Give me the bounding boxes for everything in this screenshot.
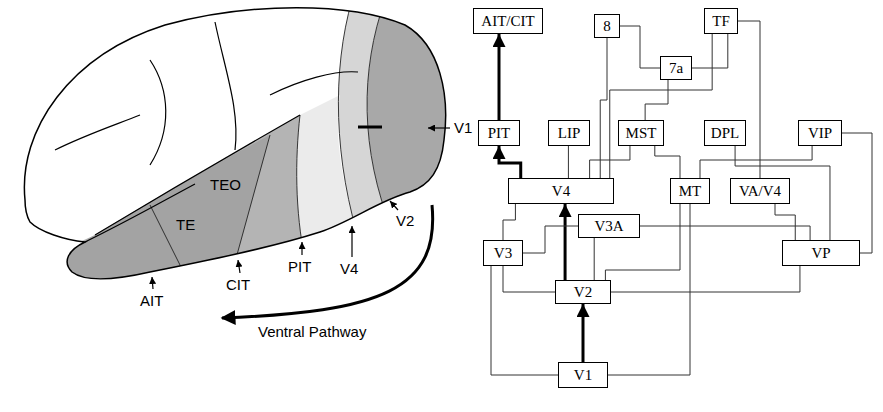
connection-line <box>610 34 712 178</box>
sulcus-line <box>85 184 195 242</box>
pathway-label: Ventral Pathway <box>258 323 366 340</box>
area-name: V3A <box>594 218 623 235</box>
connection-line <box>503 204 515 240</box>
area-box: MT <box>670 178 710 204</box>
area-boundary <box>150 205 185 275</box>
pathway-arrow <box>222 205 433 318</box>
sulcus-line <box>150 60 166 165</box>
area-box: PIT <box>478 120 520 146</box>
leader-arrow <box>238 260 240 273</box>
area-box: VA/V4 <box>730 178 790 204</box>
area-box: VIP <box>798 120 842 146</box>
v2-region <box>338 0 400 300</box>
area-label: TEO <box>210 176 241 193</box>
connection-line <box>842 133 872 253</box>
area-box: DPL <box>704 120 746 146</box>
connection-line <box>738 21 760 178</box>
area-name: TF <box>712 13 730 30</box>
area-name: VP <box>811 245 830 262</box>
area-label: V4 <box>340 260 358 277</box>
connection-line <box>600 38 607 178</box>
area-box: LIP <box>548 120 590 146</box>
area-name: 8 <box>603 18 611 35</box>
area-name: MST <box>626 125 657 142</box>
leader-arrow <box>428 127 450 128</box>
area-box: AIT/CIT <box>473 8 543 34</box>
connection-line <box>523 226 578 253</box>
v1-region <box>367 0 470 300</box>
area-name: AIT/CIT <box>481 13 534 30</box>
sulcus-line <box>215 22 236 150</box>
teo-region <box>40 115 310 300</box>
area-name: V1 <box>574 367 592 384</box>
connection-line <box>645 80 668 120</box>
area-boundary <box>235 135 270 262</box>
area-box: V4 <box>508 178 614 204</box>
area-boundary <box>338 0 362 250</box>
area-box: V3A <box>578 214 640 238</box>
main-pathway-arrow <box>499 146 521 178</box>
area-label: V2 <box>396 212 414 229</box>
connection-line <box>491 266 558 375</box>
leader-arrow <box>301 242 302 255</box>
area-label: TE <box>176 216 195 233</box>
sulcus-line <box>95 115 300 235</box>
area-box: TF <box>704 8 738 34</box>
area-name: VA/V4 <box>739 183 781 200</box>
connection-line <box>775 204 795 240</box>
sulcus-line <box>55 115 140 150</box>
area-name: V3 <box>494 245 512 262</box>
connection-line <box>568 146 569 178</box>
area-name: DPL <box>711 125 739 142</box>
connection-line <box>692 34 728 68</box>
area-box: 8 <box>594 14 620 38</box>
area-name: PIT <box>488 125 511 142</box>
calcarine-mark <box>358 126 382 129</box>
brain-outline <box>24 8 445 279</box>
area-box: V3 <box>483 240 523 266</box>
main-pathway-arrow <box>498 34 501 120</box>
area-box: 7a <box>660 56 692 80</box>
area-name: V4 <box>552 183 570 200</box>
connection-line <box>640 226 810 240</box>
connection-line <box>594 238 595 280</box>
area-box: V2 <box>555 280 611 304</box>
area-label: CIT <box>226 276 250 293</box>
connection-line <box>503 266 555 292</box>
connection-line <box>655 146 680 178</box>
leader-arrow <box>390 201 398 210</box>
leader-arrow <box>351 226 352 257</box>
connection-line <box>700 146 812 178</box>
main-pathway-arrow <box>564 204 567 280</box>
area-label: PIT <box>288 258 311 275</box>
main-pathway-arrow <box>582 304 585 362</box>
area-name: VIP <box>808 125 832 142</box>
area-name: V2 <box>574 284 592 301</box>
sulcus-line <box>270 72 358 95</box>
area-name: LIP <box>558 125 581 142</box>
area-box: MST <box>618 120 664 146</box>
area-boundary <box>367 0 392 230</box>
area-box: VP <box>782 240 860 266</box>
area-label: AIT <box>140 292 163 309</box>
leader-arrow <box>152 277 153 289</box>
te-region <box>40 135 270 300</box>
area-name: 7a <box>669 60 683 77</box>
area-label: V1 <box>454 119 472 136</box>
area-box: V1 <box>558 362 608 388</box>
area-name: MT <box>679 183 702 200</box>
connection-line <box>620 26 660 68</box>
